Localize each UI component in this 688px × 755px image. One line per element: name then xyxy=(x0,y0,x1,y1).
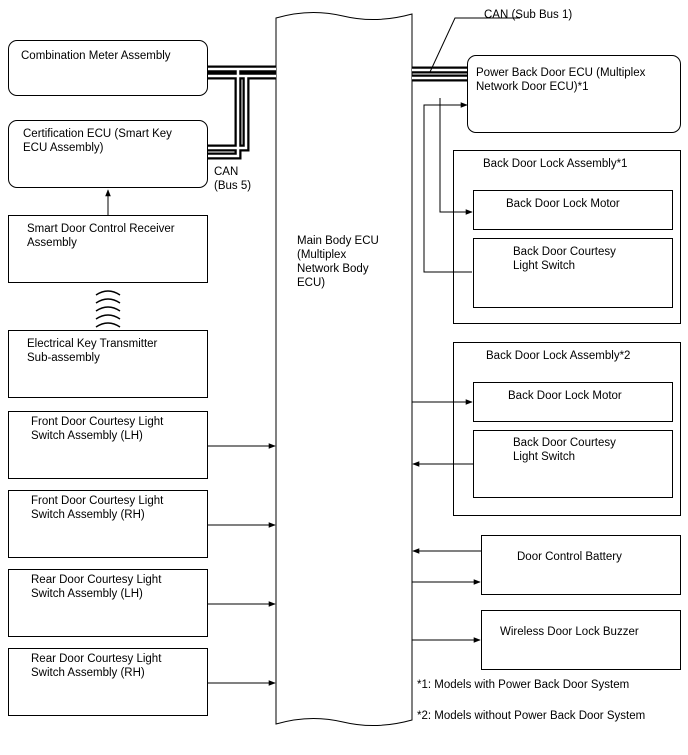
left-signal-arrows xyxy=(208,443,276,686)
main-body-ecu-shape xyxy=(275,11,413,727)
can-bus-5-label: CAN (Bus 5) xyxy=(214,166,252,192)
group2-title: Back Door Lock Assembly*2 xyxy=(486,350,631,362)
group1-motor-label: Back Door Lock Motor xyxy=(506,198,620,210)
certification-ecu-label: Certification ECU (Smart Key ECU Assembl… xyxy=(23,128,172,154)
rear-door-rh-label: Rear Door Courtesy Light Switch Assembly… xyxy=(31,653,162,679)
can-sub-bus-1-lines xyxy=(412,17,520,82)
group2-switch-box: Back Door Courtesy Light Switch xyxy=(473,430,673,498)
group1-title: Back Door Lock Assembly*1 xyxy=(483,158,628,170)
group2-switch-label: Back Door Courtesy Light Switch xyxy=(513,437,616,463)
rear-door-rh-box: Rear Door Courtesy Light Switch Assembly… xyxy=(8,648,208,716)
right-signal-arrows xyxy=(412,399,481,643)
footnote-1: *1: Models with Power Back Door System xyxy=(417,679,630,691)
front-door-lh-box: Front Door Courtesy Light Switch Assembl… xyxy=(8,411,208,479)
back-door-lock-group-2: Back Door Lock Assembly*2 xyxy=(453,342,681,516)
electrical-key-box: Electrical Key Transmitter Sub-assembly xyxy=(8,330,208,398)
electrical-key-label: Electrical Key Transmitter Sub-assembly xyxy=(27,338,158,364)
group2-motor-label: Back Door Lock Motor xyxy=(508,390,622,402)
door-control-battery-box: Door Control Battery xyxy=(481,535,681,595)
group1-motor-box: Back Door Lock Motor xyxy=(473,190,673,230)
can-bus-5-lines xyxy=(208,65,276,160)
door-control-battery-label: Door Control Battery xyxy=(517,551,622,563)
group2-motor-box: Back Door Lock Motor xyxy=(473,382,673,422)
front-door-rh-label: Front Door Courtesy Light Switch Assembl… xyxy=(31,495,164,521)
back-door-lock-group-1: Back Door Lock Assembly*1 xyxy=(453,150,681,324)
rear-door-lh-label: Rear Door Courtesy Light Switch Assembly… xyxy=(31,574,162,600)
main-body-ecu-label: Main Body ECU (Multiplex Network Body EC… xyxy=(297,235,379,289)
group1-switch-label: Back Door Courtesy Light Switch xyxy=(513,246,616,272)
radio-signal-icon xyxy=(95,290,121,328)
can-sub-bus-1-label: CAN (Sub Bus 1) xyxy=(484,9,573,21)
group1-wiring xyxy=(423,98,473,273)
wireless-buzzer-box: Wireless Door Lock Buzzer xyxy=(481,610,681,670)
power-back-door-ecu-label: Power Back Door ECU (Multiplex Network D… xyxy=(476,67,646,93)
front-door-lh-label: Front Door Courtesy Light Switch Assembl… xyxy=(31,416,164,442)
footnote-2: *2: Models without Power Back Door Syste… xyxy=(417,710,646,722)
rear-door-lh-box: Rear Door Courtesy Light Switch Assembly… xyxy=(8,569,208,637)
wireless-buzzer-label: Wireless Door Lock Buzzer xyxy=(500,626,639,638)
certification-ecu-box: Certification ECU (Smart Key ECU Assembl… xyxy=(8,120,208,188)
smart-door-receiver-label: Smart Door Control Receiver Assembly xyxy=(27,223,175,249)
group1-switch-box: Back Door Courtesy Light Switch xyxy=(473,238,673,308)
combination-meter-box: Combination Meter Assembly xyxy=(8,40,208,96)
smart-door-receiver-box: Smart Door Control Receiver Assembly xyxy=(8,215,208,283)
power-back-door-ecu-box: Power Back Door ECU (Multiplex Network D… xyxy=(467,55,681,133)
combination-meter-label: Combination Meter Assembly xyxy=(21,50,171,62)
front-door-rh-box: Front Door Courtesy Light Switch Assembl… xyxy=(8,490,208,558)
